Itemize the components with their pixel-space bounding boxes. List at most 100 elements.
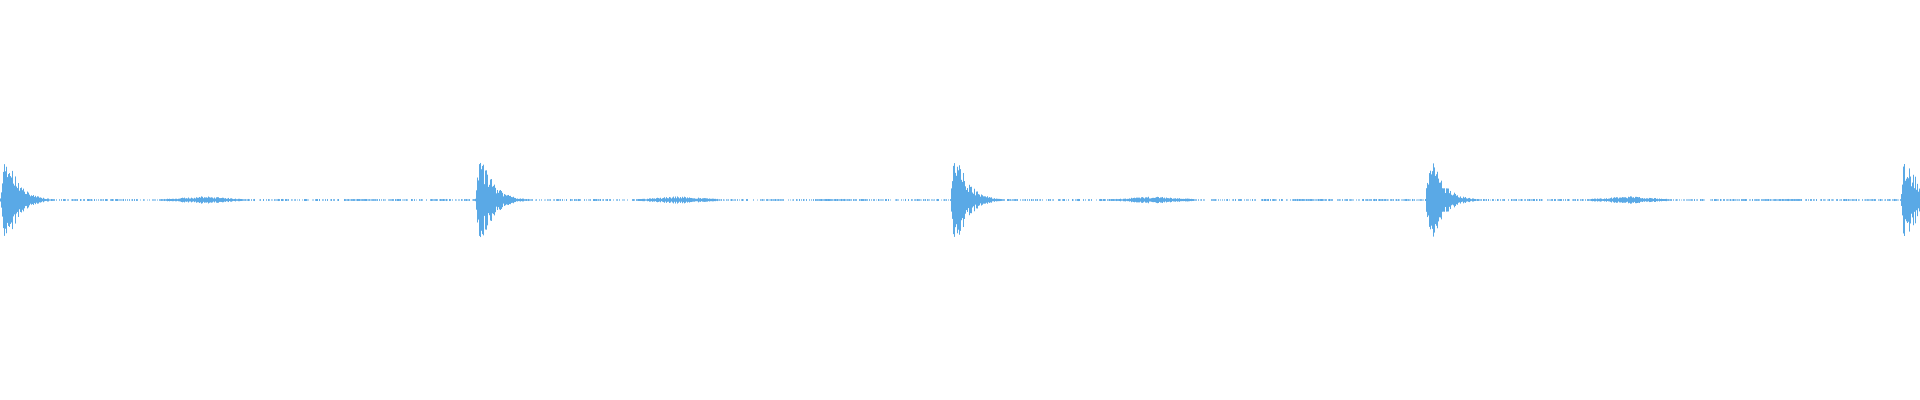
waveform-sample (1472, 198, 1473, 202)
waveform-sample (988, 197, 989, 203)
waveform-sample (1630, 196, 1631, 204)
waveform-sample (165, 199, 166, 201)
waveform-sample (796, 199, 797, 201)
waveform-sample (1554, 199, 1555, 201)
waveform-sample (953, 165, 954, 235)
waveform-sample (48, 198, 49, 202)
waveform-sample (594, 199, 595, 201)
waveform-sample (806, 199, 807, 201)
waveform-sample (1615, 197, 1616, 203)
waveform-sample (1823, 199, 1824, 201)
waveform-sample (1373, 199, 1374, 201)
waveform-sample (686, 198, 687, 202)
waveform-sample (323, 199, 324, 201)
waveform-sample (677, 196, 678, 204)
waveform-sample (610, 199, 611, 201)
waveform-sample (956, 175, 957, 225)
waveform-sample (1913, 174, 1914, 226)
waveform-sample (294, 199, 295, 201)
waveform-sample (439, 199, 440, 201)
waveform-sample (1587, 199, 1588, 201)
waveform-sample (1319, 199, 1320, 201)
waveform-sample (1029, 199, 1030, 201)
waveform-sample (1637, 197, 1638, 203)
waveform-sample (1481, 199, 1482, 201)
waveform-sample (350, 199, 351, 201)
waveform-sample (761, 199, 762, 201)
waveform-sample (681, 198, 682, 202)
waveform-sample (291, 199, 292, 201)
waveform-sample (1399, 199, 1400, 201)
waveform-sample (1292, 199, 1293, 201)
waveform-sample (77, 199, 78, 201)
waveform-sample (1827, 199, 1828, 201)
waveform-sample (924, 199, 925, 201)
waveform-sample (372, 199, 373, 201)
waveform-sample (636, 199, 637, 201)
waveform-sample (1780, 199, 1781, 201)
waveform-sample (1723, 199, 1724, 201)
waveform-sample (1109, 199, 1110, 201)
waveform-sample (1529, 199, 1530, 201)
waveform-sample (1591, 198, 1592, 202)
waveform-sample (1687, 199, 1688, 201)
waveform-sample (550, 199, 551, 201)
waveform-sample (968, 191, 969, 209)
waveform-sample (186, 198, 187, 202)
waveform-sample (1694, 199, 1695, 201)
waveform-sample (435, 199, 436, 201)
waveform-sample (1650, 197, 1651, 203)
waveform-sample (863, 199, 864, 201)
waveform-sample (1464, 197, 1465, 203)
waveform-sample (476, 190, 477, 210)
waveform-sample (811, 199, 812, 201)
waveform-sample (593, 199, 594, 201)
waveform-sample (705, 198, 706, 202)
waveform-sample (50, 199, 51, 201)
waveform-sample (10, 176, 11, 224)
waveform-sample (698, 197, 699, 203)
waveform-sample (358, 199, 359, 201)
waveform-sample (35, 195, 36, 205)
waveform-sample (1428, 184, 1429, 216)
waveform-sample (849, 199, 850, 201)
waveform-sample (1816, 199, 1817, 201)
waveform-sample (8, 174, 9, 226)
waveform-sample (1855, 199, 1856, 201)
waveform-sample (486, 170, 487, 230)
waveform-sample (1119, 199, 1120, 201)
waveform-sample (1198, 199, 1199, 201)
waveform-sample (1148, 196, 1149, 204)
waveform-sample (40, 197, 41, 203)
waveform-sample (355, 199, 356, 201)
waveform-sample (1542, 199, 1543, 201)
waveform-sample (1703, 199, 1704, 201)
waveform-sample (869, 199, 870, 201)
waveform-sample (658, 198, 659, 202)
waveform-sample (391, 199, 392, 201)
waveform-sample (1821, 199, 1822, 201)
waveform-sample (351, 199, 352, 201)
waveform-sample (788, 199, 789, 201)
waveform-sample (739, 199, 740, 201)
waveform-sample (1511, 199, 1512, 201)
waveform-sample (987, 196, 988, 204)
waveform-sample (1795, 199, 1796, 201)
waveform-sample (903, 199, 904, 201)
waveform-sample (1904, 163, 1905, 236)
waveform-sample (504, 194, 505, 206)
waveform-sample (179, 198, 180, 202)
waveform-sample (1683, 199, 1684, 201)
waveform-sample (521, 198, 522, 202)
waveform-sample (1332, 199, 1333, 201)
waveform-sample (356, 199, 357, 201)
waveform-sample (389, 199, 390, 201)
waveform-sample (1102, 199, 1103, 201)
waveform-sample (1311, 199, 1312, 201)
waveform-sample (689, 197, 690, 203)
waveform-sample (1581, 199, 1582, 201)
waveform-sample (1662, 199, 1663, 201)
waveform-sample (129, 199, 130, 201)
waveform-sample (164, 198, 165, 202)
waveform-sample (1088, 199, 1089, 201)
